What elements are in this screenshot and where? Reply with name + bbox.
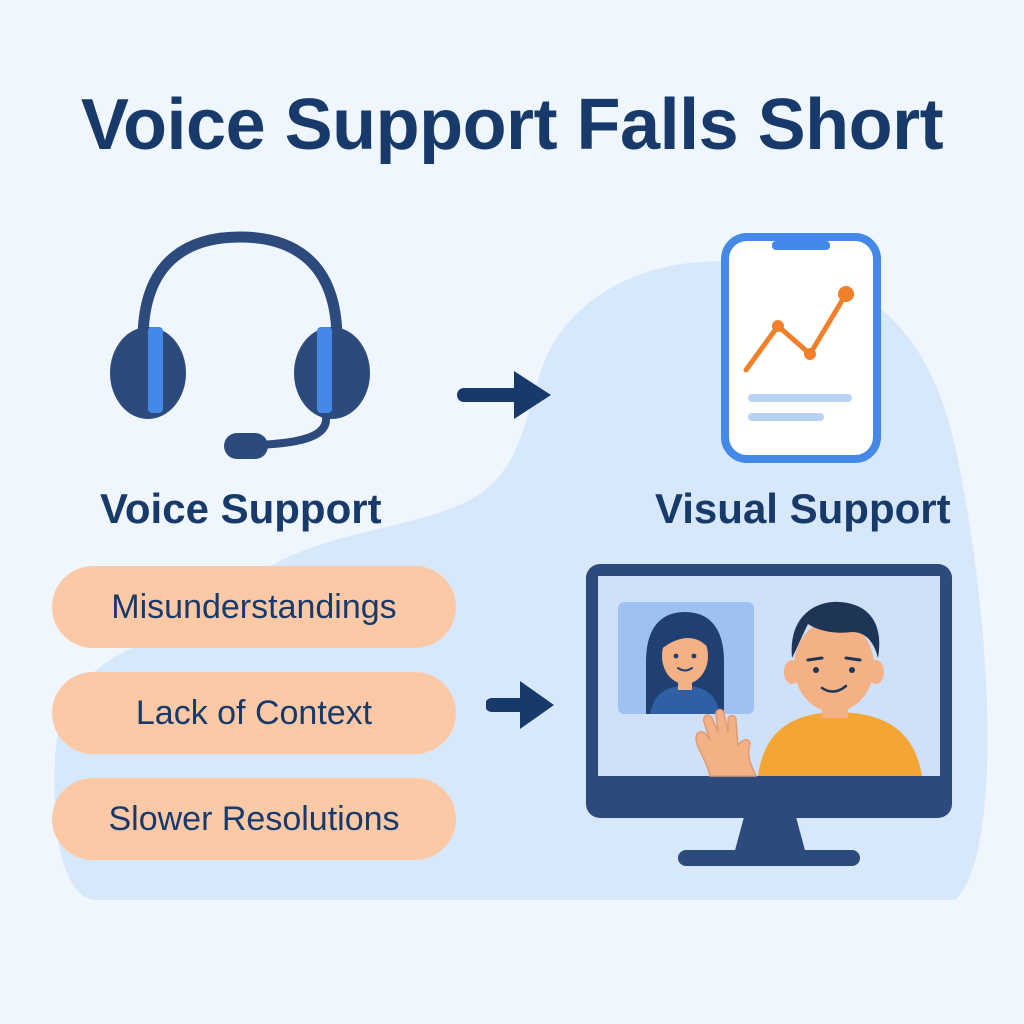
- problem-label: Slower Resolutions: [108, 799, 400, 838]
- visual-support-label: Visual Support: [655, 485, 951, 532]
- headset-icon: [110, 231, 370, 459]
- problem-label: Misunderstandings: [111, 587, 397, 626]
- woman-avatar-icon: [646, 612, 724, 714]
- man-avatar-icon: [695, 601, 922, 777]
- smartphone-chart-icon: [721, 233, 881, 463]
- arrow-right-icon: [457, 371, 551, 419]
- problem-pill-misunderstandings: Misunderstandings: [52, 566, 456, 648]
- voice-support-label: Voice Support: [100, 485, 382, 532]
- problem-label: Lack of Context: [135, 693, 373, 732]
- page-title: Voice Support Falls Short: [80, 85, 944, 165]
- problem-pill-slower-resolutions: Slower Resolutions: [52, 778, 456, 860]
- video-call-monitor-icon: [586, 564, 952, 866]
- problem-pill-lack-of-context: Lack of Context: [52, 672, 456, 754]
- arrow-right-icon: [486, 681, 554, 729]
